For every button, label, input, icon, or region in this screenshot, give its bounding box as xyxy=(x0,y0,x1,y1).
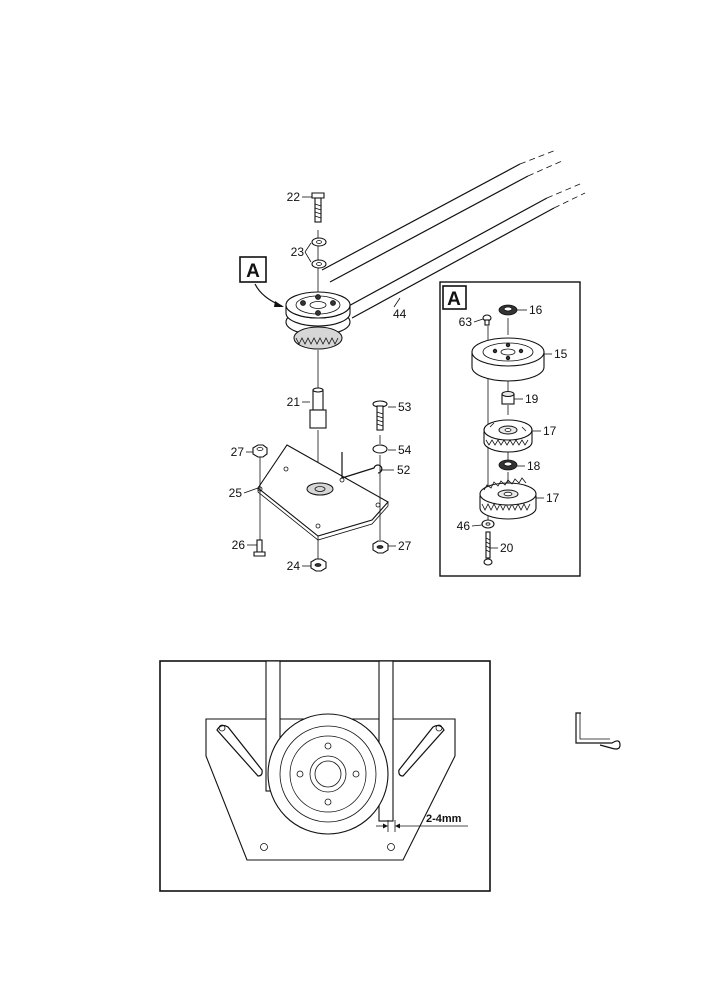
label-15: 15 xyxy=(554,347,568,361)
tension-pin-detail xyxy=(575,712,621,750)
adjustment-view: 2-4mm xyxy=(159,660,491,892)
drive-belts xyxy=(321,149,586,319)
callout-a-main: A xyxy=(239,256,284,307)
detail-a-panel: A xyxy=(439,281,581,577)
label-18: 18 xyxy=(527,459,541,473)
main-part-labels: 22 23 44 21 53 27 54 52 25 26 27 24 xyxy=(229,190,412,573)
screw-63 xyxy=(482,314,492,326)
washer-46 xyxy=(481,519,495,529)
label-19: 19 xyxy=(525,392,539,406)
gear-17-bottom xyxy=(479,477,537,520)
bolt-22 xyxy=(311,192,325,223)
mounting-plate-25 xyxy=(257,444,389,541)
gear-17-top xyxy=(483,419,533,453)
washers-23 xyxy=(311,237,327,269)
label-54: 54 xyxy=(398,443,412,457)
label-23: 23 xyxy=(291,245,305,259)
main-pulley xyxy=(285,291,351,350)
nut-24 xyxy=(310,558,327,572)
bushing-19 xyxy=(501,391,515,405)
label-26: 26 xyxy=(232,538,246,552)
label-44: 44 xyxy=(393,307,407,321)
label-27-bottom: 27 xyxy=(398,539,412,553)
pulley-15 xyxy=(471,337,545,382)
gap-dimension-label: 2-4mm xyxy=(426,813,462,825)
label-27-top: 27 xyxy=(231,445,245,459)
label-46: 46 xyxy=(457,519,471,533)
bearing-18 xyxy=(498,459,518,471)
label-52: 52 xyxy=(397,463,411,477)
pin-52 xyxy=(341,452,383,479)
label-22: 22 xyxy=(287,190,301,204)
label-20: 20 xyxy=(500,541,514,555)
label-25: 25 xyxy=(229,486,243,500)
label-63: 63 xyxy=(459,315,473,329)
bearing-16 xyxy=(498,304,518,316)
label-17-top: 17 xyxy=(543,424,557,438)
washer-54 xyxy=(372,444,388,454)
nut-27-top xyxy=(252,444,268,540)
screw-26 xyxy=(253,539,266,557)
callout-a-box-label: A xyxy=(447,289,461,310)
label-24: 24 xyxy=(287,559,301,573)
screw-20 xyxy=(483,531,493,566)
leader-lines-main xyxy=(243,196,401,567)
label-21: 21 xyxy=(287,395,301,409)
leader-lines-detail xyxy=(471,309,552,549)
label-16: 16 xyxy=(529,303,543,317)
nut-27-bottom xyxy=(372,540,389,554)
label-53: 53 xyxy=(398,400,412,414)
bushing-21 xyxy=(309,387,327,429)
screw-53 xyxy=(372,400,388,431)
label-17-bottom: 17 xyxy=(546,491,560,505)
callout-a-main-label: A xyxy=(246,261,260,282)
